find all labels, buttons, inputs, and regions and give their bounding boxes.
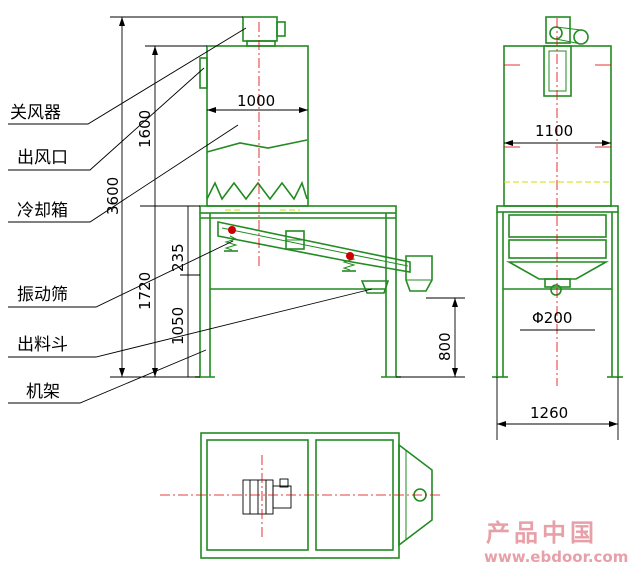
leader-air-lock (8, 27, 247, 125)
screen-box-upper (508, 214, 607, 238)
dim-discharge-height: 800 (436, 332, 454, 361)
plan-gearbox (272, 485, 292, 509)
watermark-name: 产品中国 (486, 519, 598, 547)
belt-top (555, 26, 582, 31)
air-lock-front (242, 16, 278, 42)
arrow-3600-t (119, 17, 125, 26)
funnel-outlet (544, 278, 571, 288)
outlet-window (543, 45, 572, 97)
dimension-texts: 3600 1600 1720 235 1050 800 1000 1100 Φ2… (104, 92, 573, 422)
dimensions-front (110, 16, 465, 378)
plan-gearbox-cap (279, 478, 289, 488)
leader-air-outlet (8, 67, 205, 171)
spring-left (224, 235, 238, 252)
plan-chute (398, 443, 433, 547)
dim-frame-width-side: 1260 (530, 404, 568, 422)
arrow-1000-l (207, 107, 216, 113)
plan-screen (315, 439, 394, 551)
label-vibrating-screen: 振动筛 (17, 285, 68, 305)
belt-bottom (555, 38, 582, 45)
label-air-outlet: 出风口 (17, 148, 68, 168)
outlet-window-inner (548, 50, 567, 92)
leader-screen (8, 240, 234, 308)
cooling-box-front (206, 45, 309, 207)
arrow-3600-b (119, 368, 125, 377)
discharge-hopper-small (360, 280, 390, 294)
watermark-url: www.ebdoor.com (484, 548, 628, 566)
leader-lines (8, 27, 373, 404)
spring-mount-left (228, 226, 236, 234)
side-view (492, 16, 623, 386)
frame-top-beam (199, 205, 397, 214)
screen-box-lower (508, 239, 607, 259)
cone-grid (206, 180, 308, 201)
screen-mesh (221, 227, 409, 267)
arrow-1100-l (504, 140, 513, 146)
frame-top-side (496, 205, 619, 213)
dim-screen-offset: 235 (169, 243, 187, 272)
dim-frame-height: 1050 (169, 307, 187, 345)
air-lock-side (545, 16, 571, 44)
screen-funnel (505, 261, 610, 280)
arrow-1260-r (609, 421, 618, 427)
leader-cooling-box (8, 124, 239, 223)
label-cooling-box: 冷却箱 (17, 201, 68, 221)
baffle (206, 139, 308, 153)
air-lock-wheel-1 (549, 26, 563, 40)
labels: 关风器 出风口 冷却箱 振动筛 出料斗 机架 (10, 103, 68, 402)
arrow-1720-b (152, 368, 158, 377)
air-lock-motor (276, 21, 286, 37)
arrow-1000-r (299, 107, 308, 113)
dimensions-side (496, 140, 619, 440)
arrow-800-t (452, 298, 458, 307)
watermark: 产品中国 www.ebdoor.com (484, 519, 628, 566)
label-air-lock: 关风器 (10, 103, 61, 123)
vibrating-screen-front (217, 221, 411, 273)
dim-hopper-diameter: Φ200 (532, 309, 572, 327)
arrow-1100-r (602, 140, 611, 146)
top-view (160, 432, 440, 559)
dim-box-width-side: 1100 (535, 122, 573, 140)
plan-outline (200, 432, 400, 559)
dim-lower-height: 1720 (136, 272, 154, 310)
label-discharge-hopper: 出料斗 (17, 335, 68, 355)
hopper-outlet-circle (550, 284, 562, 296)
arrow-1600-t (152, 46, 158, 55)
spring-mount-right (346, 252, 354, 260)
dim-total-height: 3600 (104, 177, 122, 215)
leader-frame (8, 349, 207, 404)
front-view (195, 16, 433, 378)
arrow-800-b (452, 368, 458, 377)
air-outlet-front (199, 57, 208, 89)
dim-upper-height: 1600 (136, 110, 154, 148)
label-frame: 机架 (26, 382, 60, 402)
arrow-1260-l (497, 421, 506, 427)
dim-box-width-front: 1000 (237, 92, 275, 110)
air-lock-wheel-2 (573, 29, 589, 45)
leader-hopper (8, 288, 373, 358)
